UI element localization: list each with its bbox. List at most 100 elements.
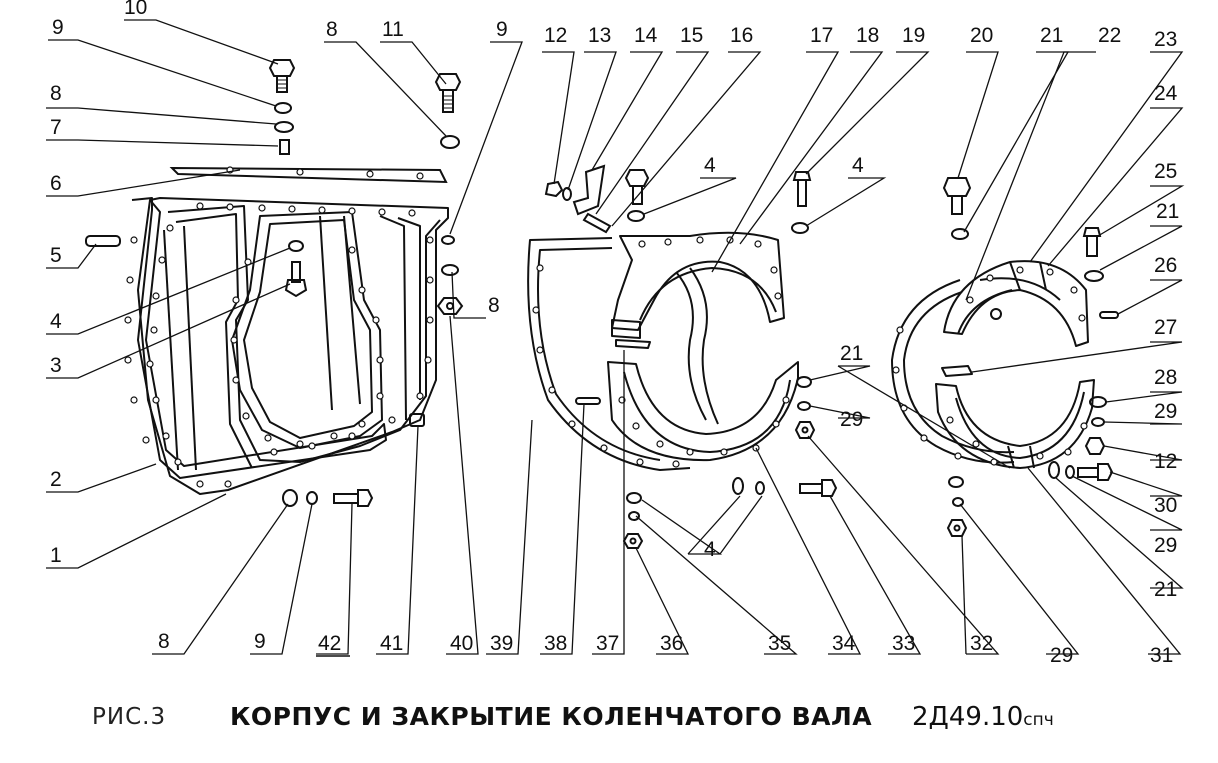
washer-part-4-bottom-a <box>626 492 642 504</box>
washer-part-29-mid <box>797 401 811 411</box>
callout-4-a: 4 <box>50 310 62 333</box>
pin-part-38 <box>575 397 601 405</box>
washer-part-21-mid <box>796 376 812 388</box>
lower-cover-part-34 <box>607 361 799 462</box>
bolt-part-33 <box>799 479 838 497</box>
callout-8-a: 8 <box>50 82 62 105</box>
washer-part-8-right <box>441 264 459 276</box>
callout-21-d: 21 <box>840 342 863 365</box>
callout-31: 31 <box>1150 644 1173 667</box>
callout-27: 27 <box>1154 316 1177 339</box>
washer-part-29-right <box>1091 417 1105 427</box>
callout-12-b: 12 <box>1154 450 1177 473</box>
washer-part-8-mid <box>440 135 460 149</box>
callout-19: 19 <box>902 24 925 47</box>
washer-part-21-bottom <box>948 476 964 488</box>
callout-8-b: 8 <box>326 18 338 41</box>
callout-4-d: 4 <box>704 538 716 561</box>
callout-20: 20 <box>970 24 993 47</box>
callout-35: 35 <box>768 632 791 655</box>
right-cover-holes <box>892 266 1088 466</box>
callout-29-a: 29 <box>1154 400 1177 423</box>
callout-labels: 9 10 8 7 6 5 4 3 2 1 8 11 9 8 12 13 14 1… <box>50 0 1179 667</box>
stud-part-15 <box>582 212 612 234</box>
washer-part-4-housing <box>288 240 304 252</box>
washer-part-9-bottom <box>306 491 318 505</box>
leader-lines <box>46 19 1185 655</box>
drawing-code-suffix: спч <box>1023 710 1054 730</box>
boss-on-cover <box>990 308 1002 320</box>
callout-16: 16 <box>730 24 753 47</box>
callout-42: 42 <box>318 632 341 655</box>
washer-part-4-bottom-c <box>755 481 765 495</box>
bolt-part-19 <box>792 171 812 207</box>
callout-4-c: 4 <box>852 154 864 177</box>
washer-part-29-low <box>1065 465 1075 479</box>
callout-17: 17 <box>810 24 833 47</box>
housing-inner-window <box>231 211 383 449</box>
washer-part-21-right <box>1084 270 1104 282</box>
washer-part-9-top <box>274 102 292 114</box>
callout-25: 25 <box>1154 160 1177 183</box>
figure-caption: РИС.3 КОРПУС И ЗАКРЫТИЕ КОЛЕНЧАТОГО ВАЛА… <box>0 700 1218 750</box>
washer-part-8-bottom <box>282 489 298 507</box>
bolt-part-3 <box>284 261 308 298</box>
nut-part-bottom <box>946 519 968 537</box>
bracket-part-14 <box>572 164 606 216</box>
callout-29-c: 29 <box>840 408 863 431</box>
bolt-part-10 <box>268 59 296 93</box>
callout-1: 1 <box>50 544 62 567</box>
nut-part-36 <box>622 533 644 549</box>
callout-3: 3 <box>50 354 62 377</box>
callout-33: 33 <box>892 632 915 655</box>
callout-5: 5 <box>50 244 62 267</box>
washer-part-21-top <box>951 228 969 240</box>
callout-13: 13 <box>588 24 611 47</box>
washer-part-8-top <box>274 121 294 133</box>
crankcase-housing-assembly <box>131 197 449 495</box>
callout-9-b: 9 <box>496 18 508 41</box>
gasket-part-39 <box>527 237 691 471</box>
middle-cover-holes <box>532 236 790 468</box>
bolt-part-20 <box>942 177 972 215</box>
callout-21-c: 21 <box>1154 578 1177 601</box>
callout-9-a: 9 <box>52 16 64 39</box>
washer-part-21-low <box>1048 461 1060 479</box>
callout-21-a: 21 <box>1040 24 1063 47</box>
callout-6: 6 <box>50 172 62 195</box>
callout-4-b: 4 <box>704 154 716 177</box>
bolt-part-30 <box>1077 463 1114 481</box>
bolt-part-16 <box>624 169 650 205</box>
callout-11: 11 <box>382 18 404 41</box>
callout-39: 39 <box>490 632 513 655</box>
figure-title: КОРПУС И ЗАКРЫТИЕ КОЛЕНЧАТОГО ВАЛА <box>230 702 873 731</box>
figure-label: РИС.3 <box>92 704 167 730</box>
callout-21-b: 21 <box>1156 200 1179 223</box>
bolt-part-42 <box>333 489 374 507</box>
stud-part-26 <box>1099 311 1119 319</box>
bolt-part-25 <box>1082 227 1102 257</box>
nut-part-32 <box>794 421 816 439</box>
callout-10: 10 <box>124 0 147 19</box>
upper-cover-part-23 <box>943 260 1089 347</box>
callout-8-d: 8 <box>158 630 170 653</box>
washer-part-29-bottom <box>952 497 964 507</box>
cover-strip-part-6 <box>169 166 448 184</box>
callout-2: 2 <box>50 468 62 491</box>
callout-38: 38 <box>544 632 567 655</box>
nut-part-40 <box>436 297 464 315</box>
callout-18: 18 <box>856 24 879 47</box>
callout-8-c: 8 <box>488 294 500 317</box>
washer-part-13 <box>562 187 572 201</box>
stud-part-7 <box>279 139 290 155</box>
callout-36: 36 <box>660 632 683 655</box>
pin-part-5 <box>85 235 121 247</box>
callout-24: 24 <box>1154 82 1178 105</box>
callout-37: 37 <box>596 632 619 655</box>
callout-34: 34 <box>832 632 856 655</box>
callout-41: 41 <box>380 632 403 655</box>
callout-29-d: 29 <box>1050 644 1073 667</box>
crankshaft-cover-right <box>891 260 1095 469</box>
callout-40: 40 <box>450 632 473 655</box>
